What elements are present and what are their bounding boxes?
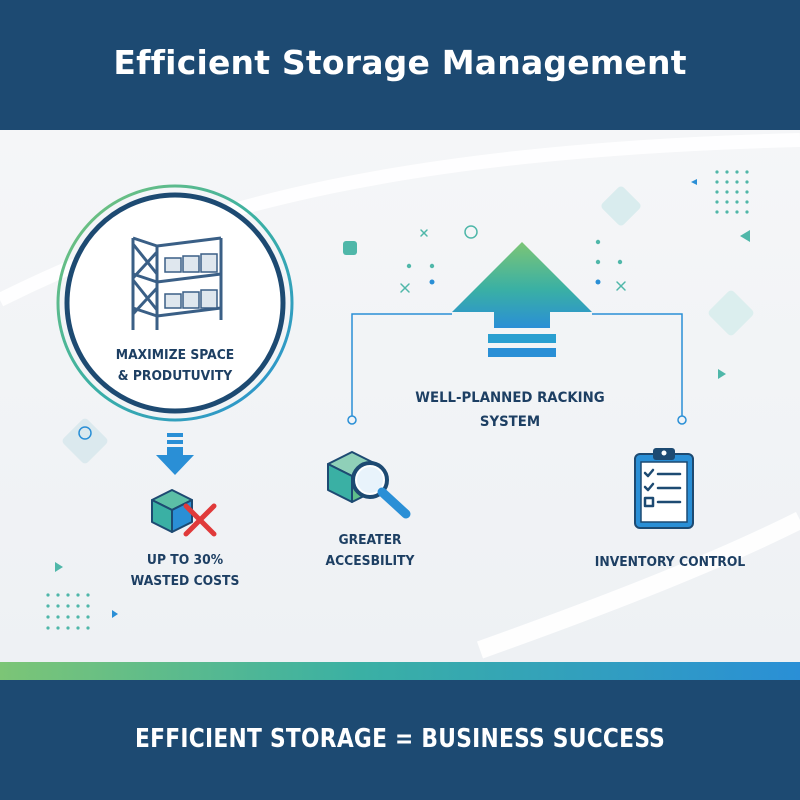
infographic-area: MAXIMIZE SPACE & PRODUTUVITY WELL-PLANNE… — [0, 130, 800, 662]
box-icon — [151, 489, 193, 533]
inventory-control-label: INVENTORY CONTROL — [594, 555, 746, 570]
down-arrow-icon — [156, 433, 194, 475]
wasted-costs-label: UP TO 30% WASTED COSTS — [130, 553, 240, 589]
accessibility-label: GREATER ACCESBILITY — [325, 533, 415, 569]
gradient-divider — [0, 662, 800, 680]
red-x-icon — [183, 503, 217, 537]
warehouse-rack-icon — [131, 236, 223, 330]
box-magnifier-icon — [327, 451, 411, 519]
circle-label: MAXIMIZE SPACE & PRODUTUVITY — [115, 348, 235, 384]
racking-label: WELL-PLANNED RACKING SYSTEM — [415, 390, 605, 430]
page-title: Efficient Storage Management — [113, 42, 687, 82]
header-banner: Efficient Storage Management — [0, 0, 800, 130]
footer-banner: EFFICIENT STORAGE = BUSINESS SUCCESS — [0, 680, 800, 800]
footer-slogan: EFFICIENT STORAGE = BUSINESS SUCCESS — [134, 724, 666, 754]
clipboard-checklist-icon — [634, 448, 694, 529]
upward-arrow-icon — [452, 242, 592, 357]
